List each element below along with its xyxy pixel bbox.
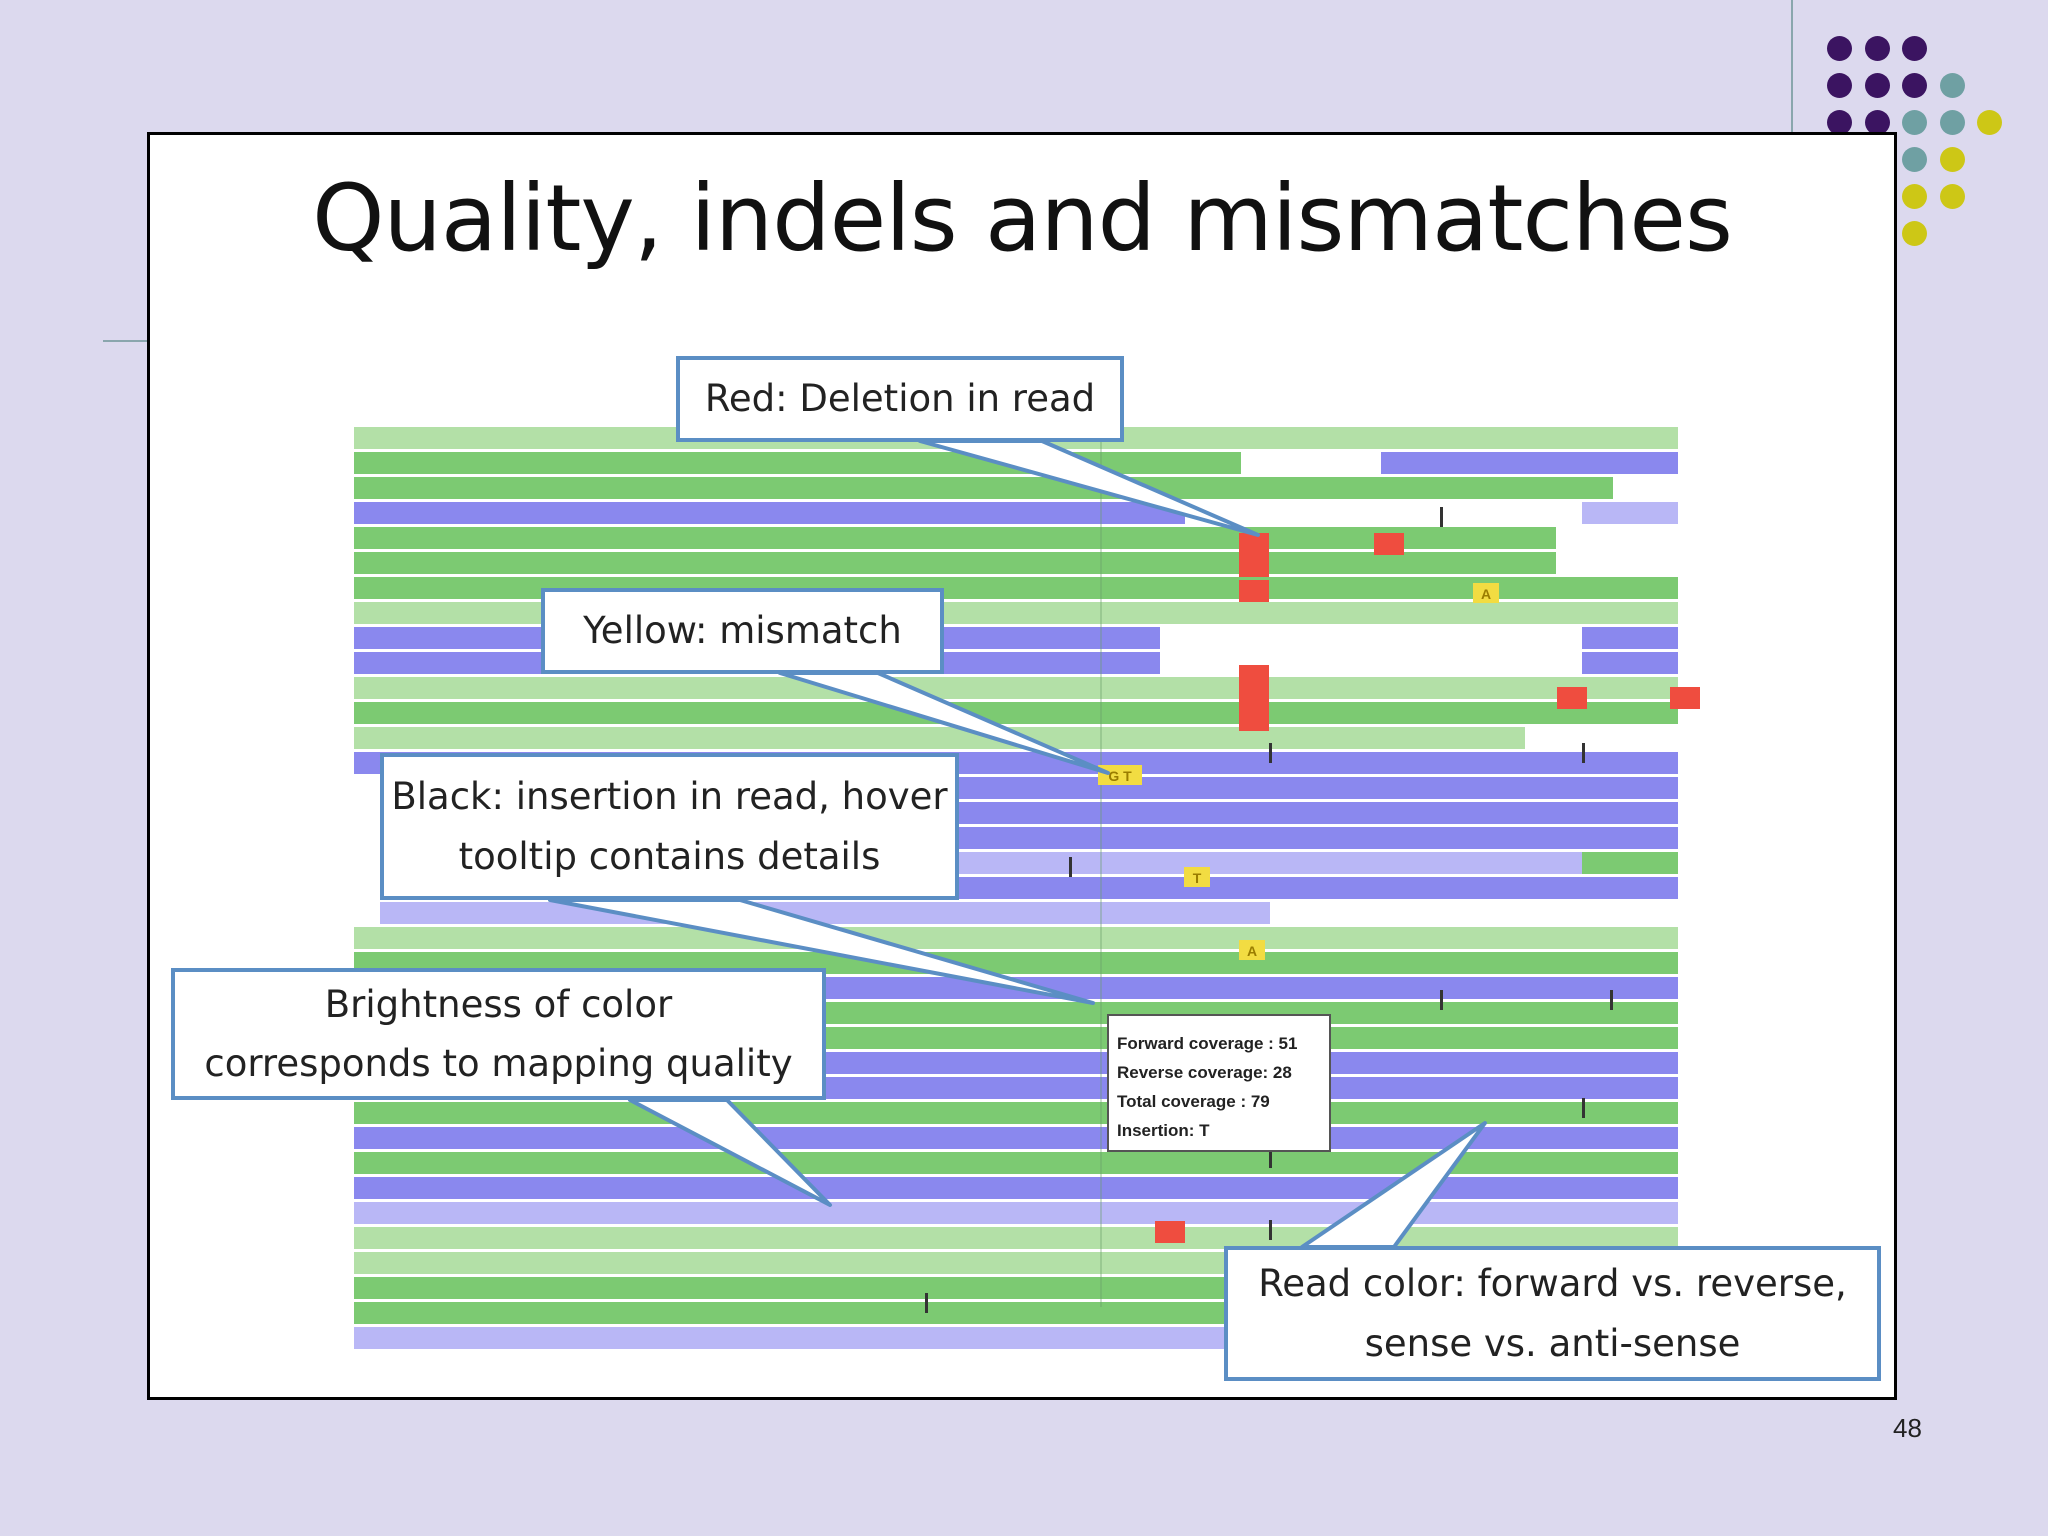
tooltip-reverse-coverage: Reverse coverage: 28 bbox=[1117, 1063, 1292, 1082]
read-bar bbox=[354, 1202, 1678, 1224]
mismatch-mark bbox=[1184, 867, 1210, 887]
insertion-tick bbox=[1582, 743, 1585, 763]
page-number: 48 bbox=[1893, 1413, 1922, 1443]
deletion-mark bbox=[1239, 533, 1269, 555]
insertion-tick bbox=[1610, 990, 1613, 1010]
read-bar bbox=[354, 552, 1556, 574]
read-bar bbox=[354, 502, 1185, 524]
insertion-tick bbox=[1582, 1098, 1585, 1118]
slide-screenshot: Quality, indels and mismatches A G T T A Re… bbox=[147, 132, 1897, 1400]
read-bar bbox=[354, 1127, 1678, 1149]
dot-icon bbox=[1865, 73, 1890, 98]
read-bar bbox=[354, 927, 1678, 949]
read-bar bbox=[1582, 652, 1678, 674]
dot-icon bbox=[1977, 110, 2002, 135]
read-bar bbox=[354, 1102, 1678, 1124]
deletion-mark bbox=[1374, 533, 1404, 555]
read-bar bbox=[354, 477, 1613, 499]
dot-icon bbox=[1902, 147, 1927, 172]
read-bar bbox=[354, 1152, 1678, 1174]
dot-icon bbox=[1902, 184, 1927, 209]
dot-icon bbox=[1902, 110, 1927, 135]
insertion-tick bbox=[925, 1293, 928, 1313]
dot-icon bbox=[1940, 147, 1965, 172]
mismatch-base-label: A bbox=[1247, 943, 1257, 959]
read-bar bbox=[354, 677, 1678, 699]
decorative-horizontal-line bbox=[103, 340, 148, 342]
tooltip-insertion: Insertion: T bbox=[1117, 1121, 1210, 1140]
slide-title: Quality, indels and mismatches bbox=[312, 165, 1733, 272]
read-bar bbox=[354, 727, 1525, 749]
callout-read-color: Read color: forward vs. reverse, sense v… bbox=[1224, 1246, 1881, 1381]
insertion-tick bbox=[1269, 1220, 1272, 1240]
insertion-tick bbox=[1440, 507, 1443, 527]
mismatch-base-label: T bbox=[1193, 870, 1202, 886]
position-guide-line bbox=[1100, 427, 1102, 1307]
mismatch-base-label: A bbox=[1481, 586, 1491, 602]
read-bar bbox=[1582, 852, 1678, 874]
read-bar bbox=[380, 902, 1270, 924]
dot-icon bbox=[1827, 36, 1852, 61]
read-bar bbox=[1582, 627, 1678, 649]
callout-insertion: Black: insertion in read, hover tooltip … bbox=[380, 753, 959, 900]
read-bar bbox=[1582, 502, 1678, 524]
deletion-mark bbox=[1239, 555, 1269, 577]
deletion-mark bbox=[1239, 709, 1269, 731]
dot-icon bbox=[1902, 36, 1927, 61]
read-bar bbox=[354, 1177, 1678, 1199]
read-bar bbox=[1381, 452, 1678, 474]
deletion-mark bbox=[1557, 687, 1587, 709]
insertion-tick bbox=[1269, 1148, 1272, 1168]
deletion-mark bbox=[1239, 580, 1269, 602]
insertion-tick bbox=[1440, 990, 1443, 1010]
dot-icon bbox=[1827, 73, 1852, 98]
mismatch-base-label: G T bbox=[1108, 768, 1132, 784]
deletion-mark bbox=[1670, 687, 1700, 709]
tooltip-total-coverage: Total coverage : 79 bbox=[1117, 1092, 1270, 1111]
dot-icon bbox=[1940, 73, 1965, 98]
read-bar bbox=[354, 702, 1678, 724]
mismatch-mark bbox=[1473, 583, 1499, 603]
deletion-mark bbox=[1155, 1221, 1185, 1243]
coverage-tooltip: Forward coverage : 51 Reverse coverage: … bbox=[1107, 1014, 1331, 1152]
deletion-mark bbox=[1239, 665, 1269, 687]
decorative-vertical-line bbox=[1791, 0, 1793, 132]
callout-pointer bbox=[628, 1098, 832, 1207]
dot-icon bbox=[1827, 110, 1852, 135]
mismatch-mark bbox=[1239, 940, 1265, 960]
deletion-mark bbox=[1239, 687, 1269, 709]
dot-icon bbox=[1902, 221, 1927, 246]
dot-icon bbox=[1865, 110, 1890, 135]
mismatch-mark bbox=[1098, 765, 1142, 785]
callout-pointer bbox=[548, 898, 1095, 1005]
callout-deletion: Red: Deletion in read bbox=[676, 356, 1124, 442]
callout-brightness: Brightness of color corresponds to mappi… bbox=[171, 968, 826, 1100]
callout-mismatch: Yellow: mismatch bbox=[541, 588, 944, 674]
insertion-tick bbox=[1269, 743, 1272, 763]
dot-icon bbox=[1902, 73, 1927, 98]
dot-icon bbox=[1940, 110, 1965, 135]
tooltip-forward-coverage: Forward coverage : 51 bbox=[1117, 1034, 1298, 1053]
dot-icon bbox=[1865, 36, 1890, 61]
insertion-tick bbox=[1069, 857, 1072, 877]
dot-icon bbox=[1940, 184, 1965, 209]
